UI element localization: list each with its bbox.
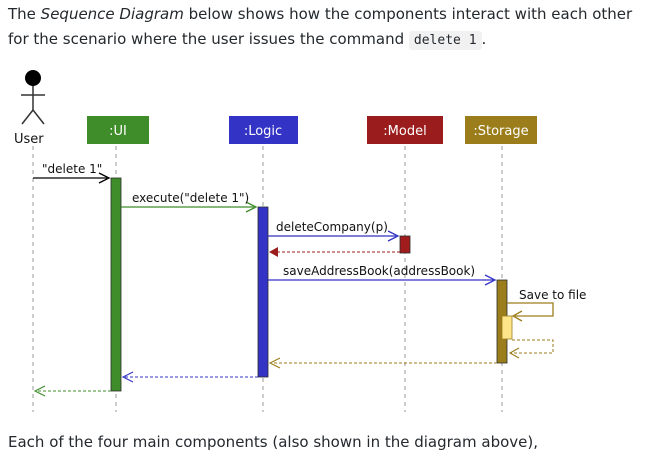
intro-text-middle: below shows how the components interact … bbox=[8, 5, 633, 48]
user-to-ui-arrowhead bbox=[98, 172, 111, 184]
logic-to-storage-label: saveAddressBook(addressBook) bbox=[283, 264, 475, 278]
user-actor-icon bbox=[21, 70, 45, 125]
storage-nested-activation-bar bbox=[501, 315, 513, 340]
storage-self-return-arrowhead bbox=[508, 347, 520, 359]
logic-to-model-label: deleteCompany(p) bbox=[276, 220, 388, 234]
storage-participant-label: :Storage bbox=[473, 124, 528, 139]
model-to-logic-return-arrowhead bbox=[269, 247, 278, 257]
logic-to-model-arrowhead bbox=[387, 230, 400, 242]
storage-to-logic-return-arrowhead bbox=[268, 357, 281, 369]
logic-to-ui-return-arrowhead bbox=[121, 371, 134, 383]
storage-self-call-arrow bbox=[507, 302, 554, 317]
ui-participant-box bbox=[87, 116, 149, 144]
model-participant-label: :Model bbox=[383, 124, 426, 139]
intro-text-end: . bbox=[481, 30, 487, 48]
logic-to-storage-arrowhead bbox=[484, 274, 497, 286]
model-participant-box bbox=[367, 116, 443, 144]
storage-self-call-arrowhead bbox=[511, 310, 523, 322]
logic-participant-box bbox=[229, 116, 298, 144]
ui-to-user-return-arrowhead bbox=[33, 385, 46, 397]
ui-activation-bar bbox=[110, 177, 122, 392]
sequence-diagram: User :UI :Logic :Model :Storage "delete … bbox=[10, 66, 594, 414]
intro-text-start: The bbox=[8, 5, 41, 23]
outro-paragraph: Each of the four main components (also s… bbox=[8, 433, 538, 451]
logic-activation-bar bbox=[257, 206, 269, 378]
user-to-ui-label: "delete 1" bbox=[42, 162, 102, 176]
user-actor-label: User bbox=[14, 132, 44, 147]
storage-self-return-arrow bbox=[511, 339, 554, 354]
ui-to-logic-label: execute("delete 1") bbox=[132, 191, 249, 205]
storage-self-call-label: Save to file bbox=[519, 288, 586, 302]
ui-to-logic-arrowhead bbox=[245, 201, 258, 213]
storage-participant-box bbox=[465, 116, 537, 144]
logic-participant-label: :Logic bbox=[244, 124, 282, 139]
ui-participant-label: :UI bbox=[109, 124, 127, 139]
intro-paragraph: The Sequence Diagram below shows how the… bbox=[8, 2, 648, 53]
command-code: delete 1 bbox=[408, 31, 482, 50]
intro-emphasis: Sequence Diagram bbox=[40, 5, 184, 23]
model-activation-bar bbox=[399, 235, 411, 254]
